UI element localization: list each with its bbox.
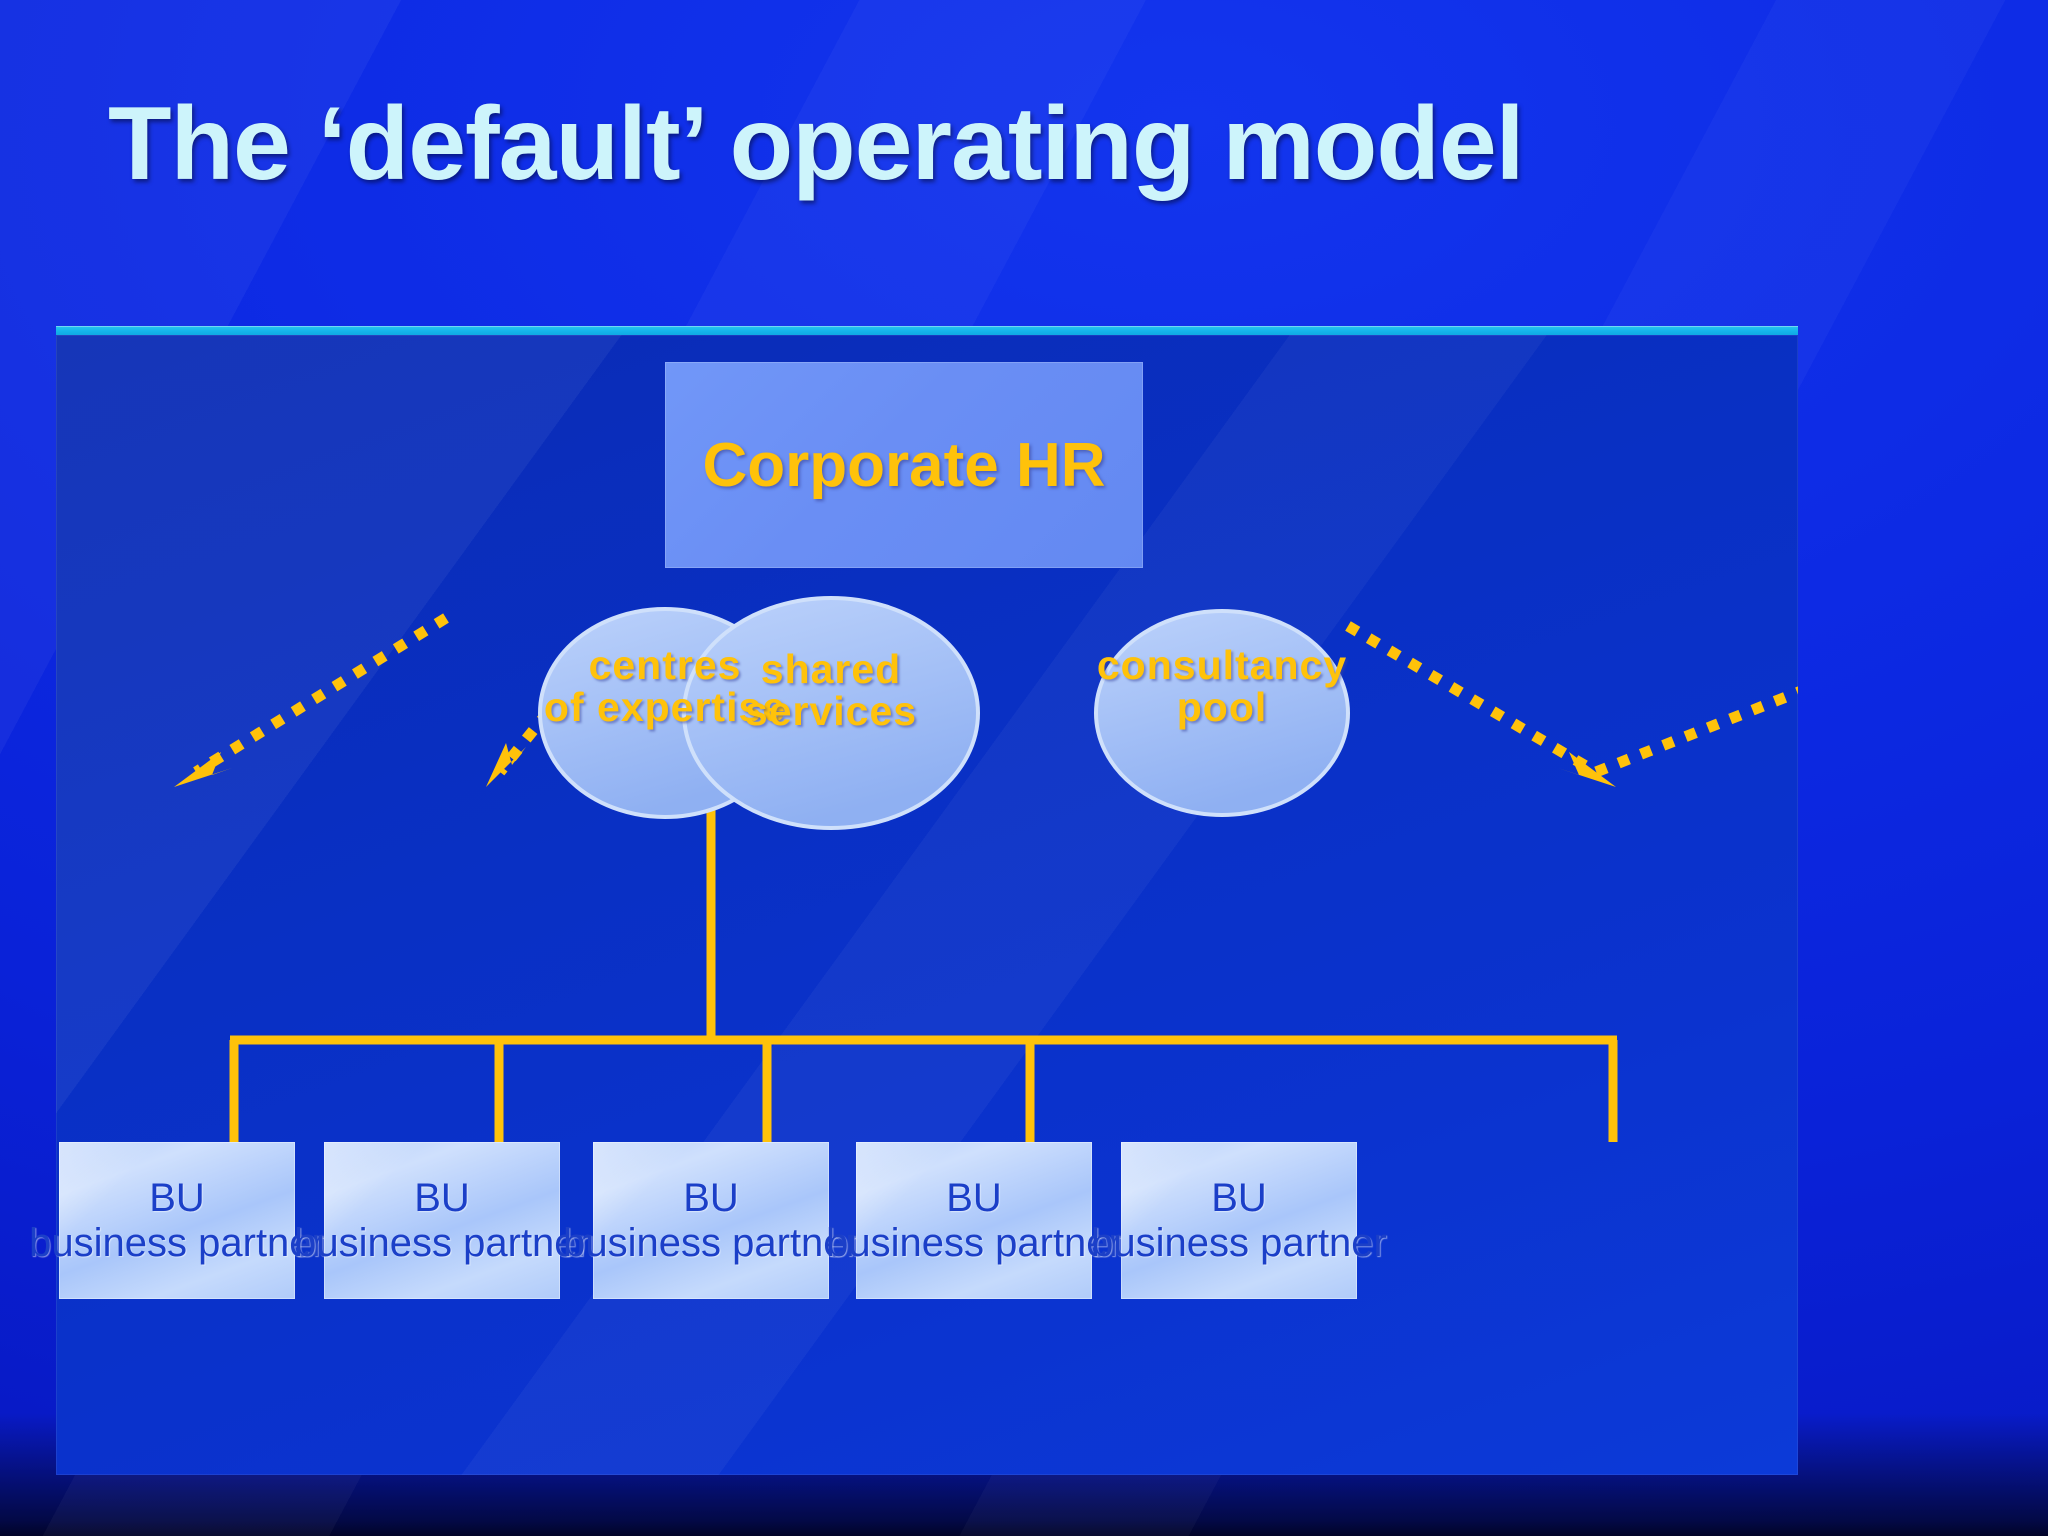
bu-label-line1: BU bbox=[946, 1175, 1002, 1220]
dotted-arrow-4b bbox=[1345, 621, 1599, 777]
bu-box-1[interactable]: BU business partner bbox=[29, 1142, 325, 1299]
function-ellipse-2 bbox=[682, 596, 980, 830]
dotted-arrow-4 bbox=[1593, 686, 1798, 778]
diagram-panel: Corporate HR centres of expertise shared… bbox=[29, 335, 1798, 1475]
arrowhead-1 bbox=[174, 752, 232, 787]
bu-box-2[interactable]: BU business partner bbox=[294, 1142, 590, 1299]
bu-label-line2: business partner bbox=[1091, 1220, 1387, 1265]
corporate-hr-box[interactable]: Corporate HR bbox=[665, 362, 1143, 568]
arrowhead-2 bbox=[486, 743, 526, 787]
title-divider-rule bbox=[56, 326, 1798, 335]
bu-label-line1: BU bbox=[414, 1175, 470, 1220]
bu-label-line1: BU bbox=[1211, 1175, 1267, 1220]
bu-box-4[interactable]: BU business partner bbox=[826, 1142, 1122, 1299]
connector-layer bbox=[174, 596, 1798, 1142]
corporate-hr-label: Corporate HR bbox=[702, 430, 1106, 500]
bu-label-line1: BU bbox=[149, 1175, 205, 1220]
dotted-arrow-1 bbox=[193, 613, 449, 777]
function-ellipse-3 bbox=[1094, 609, 1350, 817]
bu-label-line2: business partner bbox=[294, 1220, 590, 1265]
bu-label-line2: business partner bbox=[563, 1220, 859, 1265]
bu-box-3[interactable]: BU business partner bbox=[563, 1142, 859, 1299]
page-title: The ‘default’ operating model bbox=[108, 86, 1525, 202]
bu-label-line2: business partner bbox=[29, 1220, 325, 1265]
bu-label-line1: BU bbox=[683, 1175, 739, 1220]
bu-box-5[interactable]: BU business partner bbox=[1091, 1142, 1387, 1299]
arrowhead-4 bbox=[1558, 752, 1616, 787]
bu-label-line2: business partner bbox=[826, 1220, 1122, 1265]
